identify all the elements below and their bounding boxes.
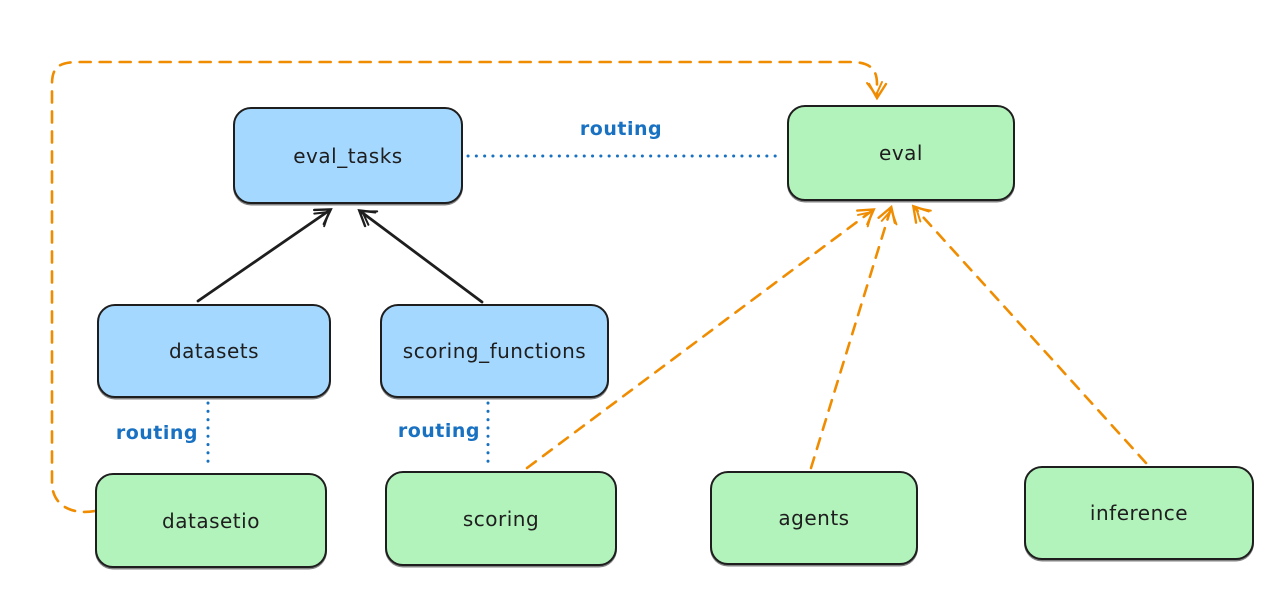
node-inference-label: inference [1089,501,1189,525]
node-datasets-label: datasets [168,339,260,363]
node-eval-tasks-label: eval_tasks [293,143,403,168]
edge-label-routing-scoring-functions-scoring: routing [397,420,480,442]
edge-inference-to-eval [911,204,1148,465]
node-scoring-functions-label: scoring_functions [402,339,587,363]
edge-datasetio-to-eval [50,60,888,514]
node-scoring: scoring [385,471,617,566]
node-datasetio: datasetio [95,473,327,568]
node-inference: inference [1024,466,1254,560]
node-eval-tasks: eval_tasks [233,107,463,204]
node-datasets: datasets [97,304,331,398]
edge-agents-to-eval [809,204,898,470]
node-scoring-label: scoring [462,506,540,531]
edge-scoring-functions-to-eval-tasks [357,208,484,304]
node-datasetio-label: datasetio [162,508,260,533]
edge-scoring-to-eval [525,208,876,470]
edge-label-routing-datasets-datasetio: routing [115,422,198,444]
node-eval-label: eval [879,141,923,165]
node-agents: agents [710,471,918,565]
edge-label-routing-eval-tasks-eval: routing [579,118,663,140]
node-scoring-functions: scoring_functions [380,304,609,398]
edge-datasets-to-eval-tasks [196,208,333,303]
node-eval: eval [787,105,1015,201]
node-agents-label: agents [778,506,850,530]
